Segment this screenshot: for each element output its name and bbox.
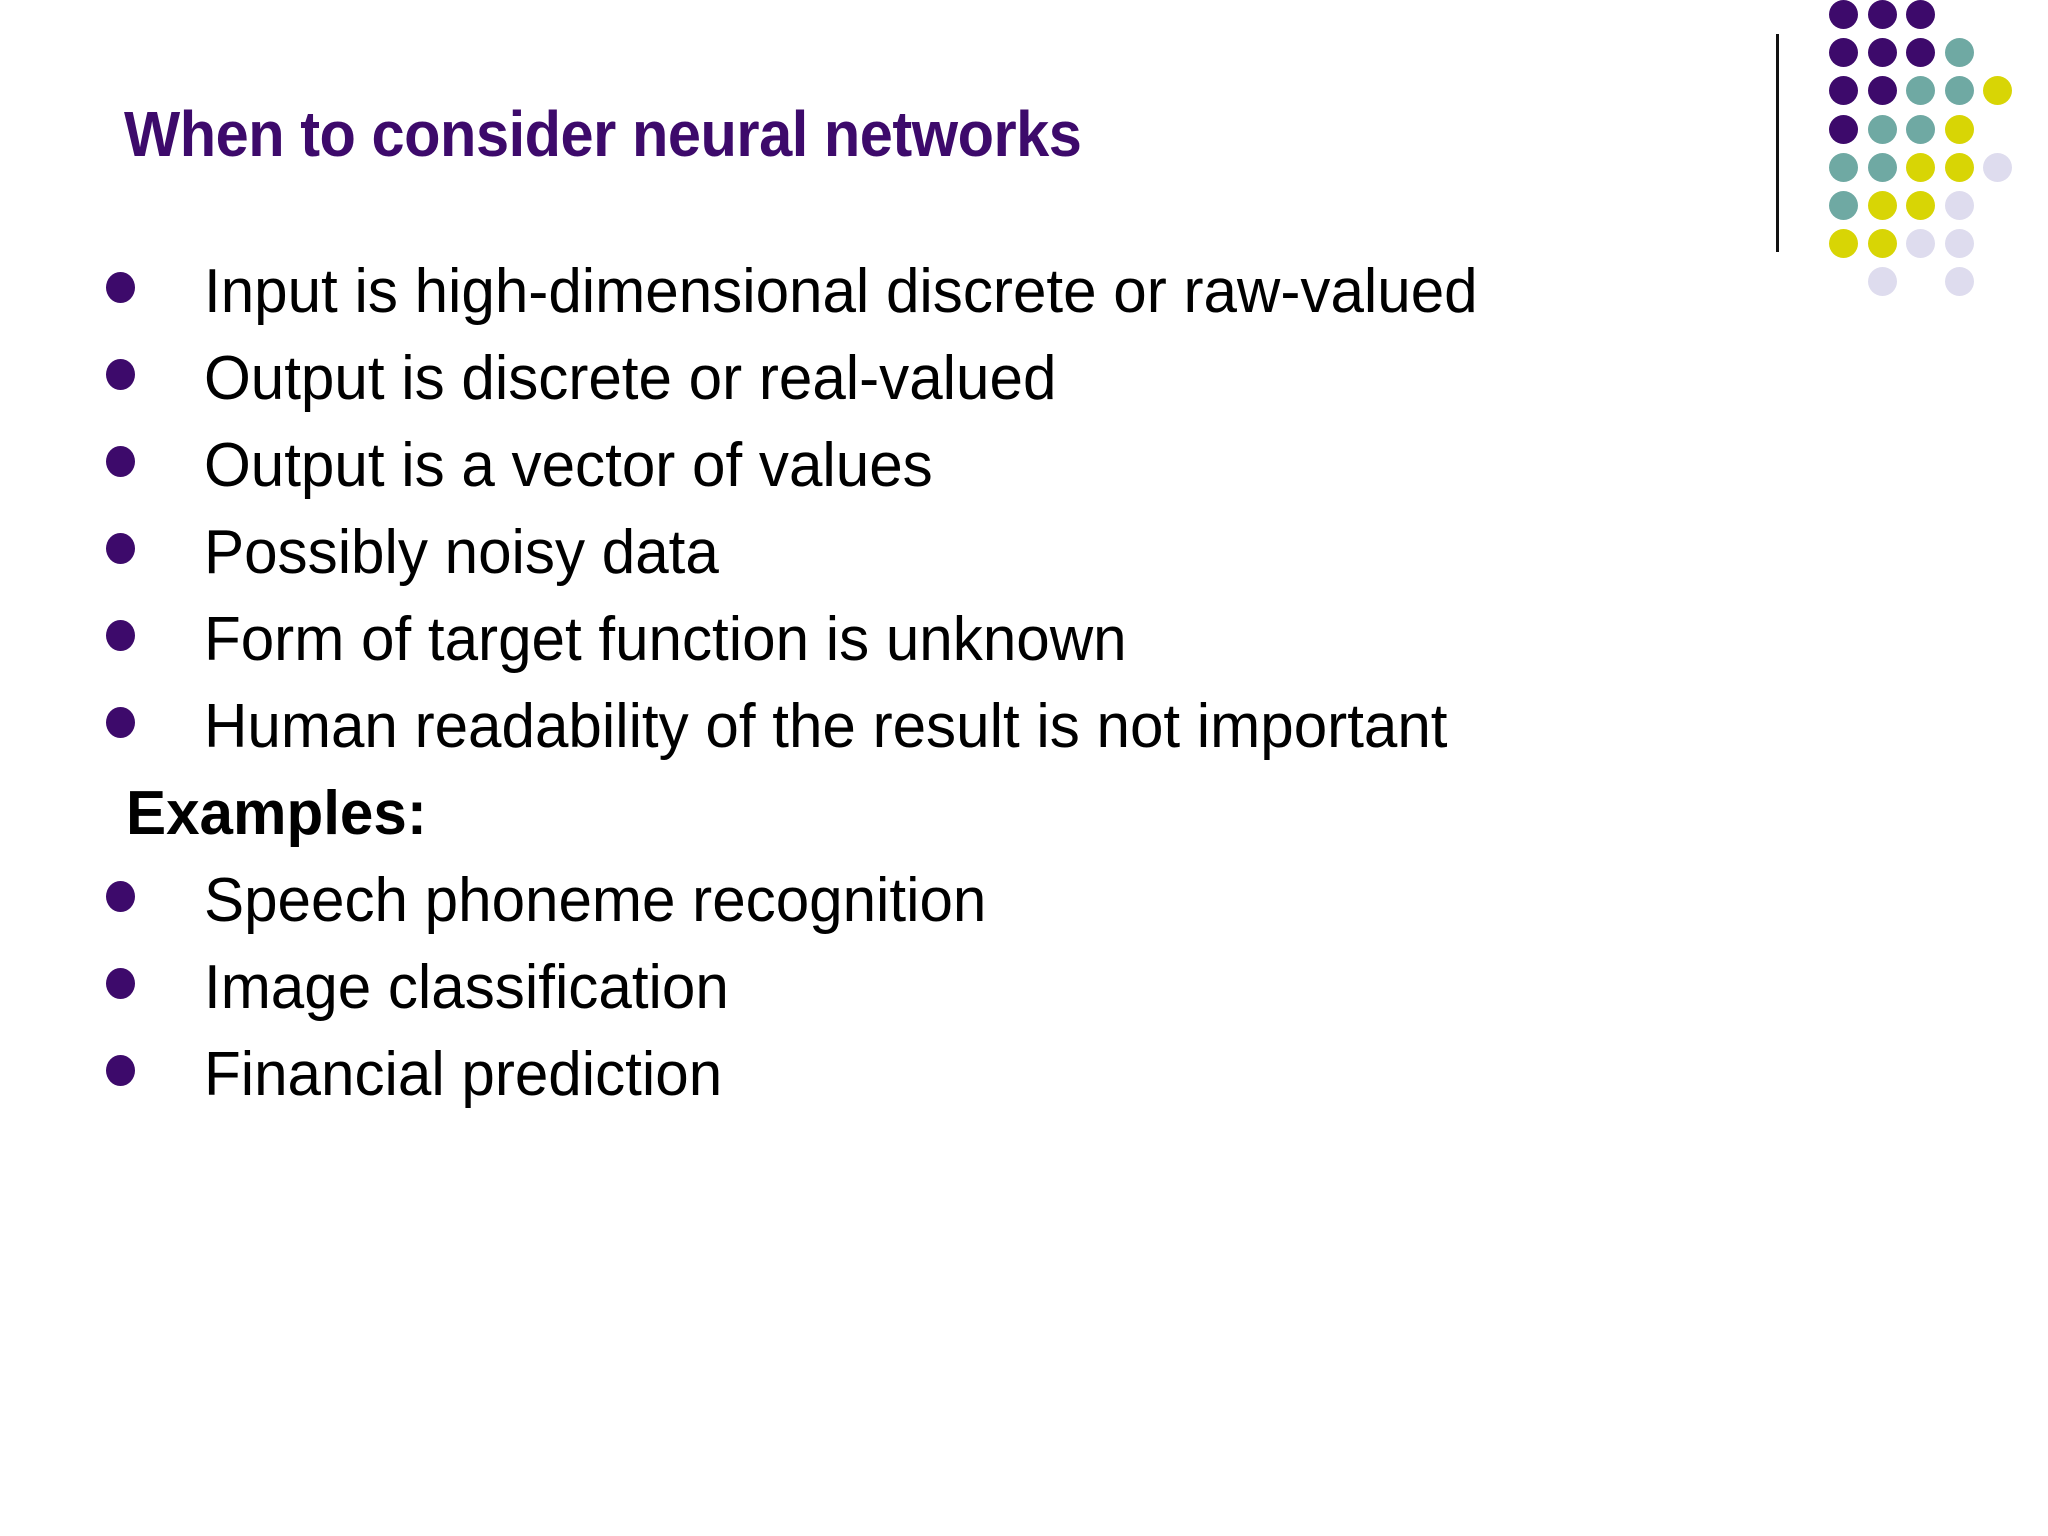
decorative-dot [1829,114,1858,144]
decorative-dot [1867,114,1897,144]
decorative-dot [1906,191,1935,220]
list-item: Output is a vector of values [100,422,1980,509]
decorative-dot [1867,152,1897,182]
decorative-dot [1906,76,1935,106]
decorative-dot [1944,229,1974,259]
decorative-dot [1829,229,1858,259]
list-item: Possibly noisy data [100,509,1980,596]
decorative-dot [1906,0,1935,29]
list-item: Speech phoneme recognition [100,857,1980,944]
decorative-dot [1829,76,1858,106]
decorative-dot [1867,267,1897,297]
decorative-dot [1829,38,1858,68]
decorative-dot [1867,191,1897,220]
decorative-vertical-rule [1776,34,1779,252]
list-item: Input is high-dimensional discrete or ra… [100,248,1980,335]
list-item: Image classification [100,944,1980,1031]
bullet-icon [106,706,135,738]
bullet-list: Input is high-dimensional discrete or ra… [100,248,1980,1118]
decorative-dot [1829,152,1858,182]
decorative-dot [1829,0,1858,29]
list-item: Form of target function is unknown [100,596,1980,683]
decorative-dot [1867,38,1897,68]
section-heading: Examples: [100,770,1980,857]
decorative-dot [1944,152,1974,182]
decorative-dot [1906,114,1935,144]
list-item: Output is discrete or real-valued [100,335,1980,422]
decorative-dot [1944,114,1974,144]
bullet-icon [106,967,135,999]
decorative-dot [1983,152,2012,182]
decorative-dot [1906,152,1935,182]
decorative-dot [1829,191,1858,220]
list-item-label: Output is a vector of values [204,431,933,500]
bullet-icon [106,445,135,477]
list-item-label: Image classification [204,953,729,1022]
decorative-dot [1867,76,1897,106]
list-item-label: Financial prediction [204,1040,723,1109]
bullet-icon [106,358,135,390]
bullet-icon [106,1054,135,1086]
bullet-icon [106,880,135,912]
decorative-dot [1867,229,1897,259]
decorative-dot-grid [1829,0,2048,310]
decorative-dot [1867,0,1897,29]
list-item: Financial prediction [100,1031,1980,1118]
bullet-icon [106,532,135,564]
section-heading-label: Examples: [126,779,427,848]
list-item: Human readability of the result is not i… [100,683,1980,770]
decorative-dot [1944,76,1974,106]
decorative-dot [1906,229,1935,259]
decorative-dot [1944,38,1974,68]
list-item-label: Human readability of the result is not i… [204,692,1448,761]
decorative-dot [1944,191,1974,220]
decorative-dot [1983,76,2012,106]
list-item-label: Possibly noisy data [204,518,719,587]
list-item-label: Input is high-dimensional discrete or ra… [204,257,1478,326]
list-item-label: Output is discrete or real-valued [204,344,1057,413]
list-item-label: Speech phoneme recognition [204,866,987,935]
list-item-label: Form of target function is unknown [204,605,1127,674]
decorative-dot [1906,38,1935,68]
bullet-icon [106,619,135,651]
decorative-dot [1944,267,1974,297]
bullet-icon [106,271,135,303]
page-title: When to consider neural networks [124,97,1082,170]
